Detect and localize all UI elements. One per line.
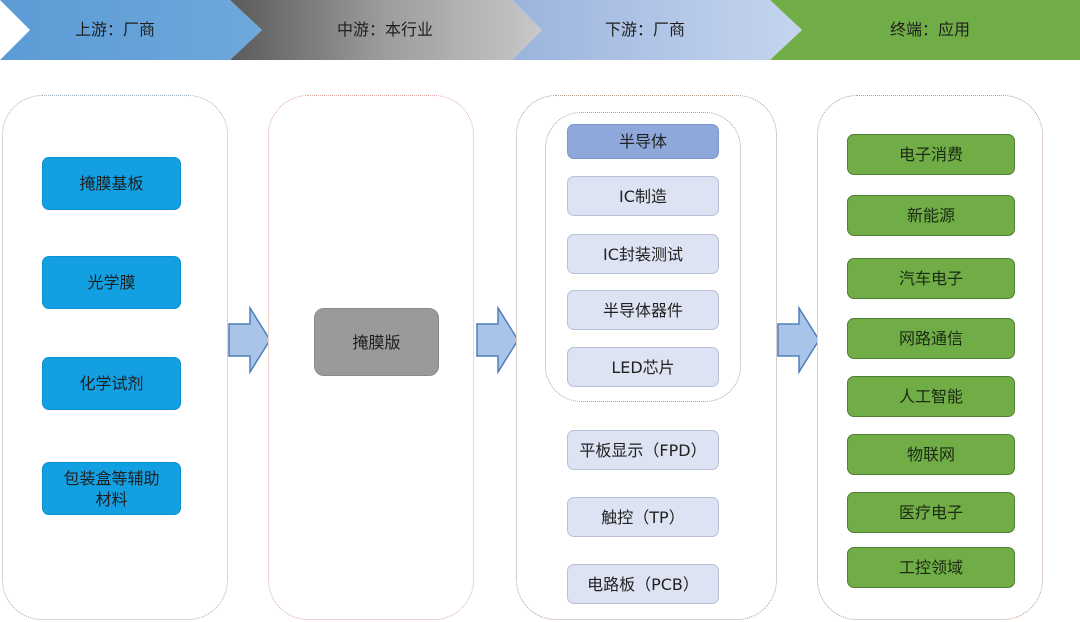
downstream-item: 平板显示（FPD） — [567, 430, 719, 470]
stage-label-upstream: 上游：厂商 — [74, 20, 155, 39]
flow-arrow-icon — [228, 306, 271, 374]
stage-chevron-midstream — [230, 0, 542, 60]
terminal-item: 汽车电子 — [847, 258, 1015, 299]
flow-arrow-icon — [777, 306, 820, 374]
upstream-item: 光学膜 — [42, 256, 181, 309]
semiconductor-item: LED芯片 — [567, 347, 719, 387]
terminal-item: 新能源 — [847, 195, 1015, 236]
terminal-item: 人工智能 — [847, 376, 1015, 417]
terminal-item: 医疗电子 — [847, 492, 1015, 533]
terminal-item: 物联网 — [847, 434, 1015, 475]
stage-label-terminal: 终端：应用 — [889, 20, 970, 39]
midstream-item: 掩膜版 — [314, 308, 439, 376]
stage-chevron-terminal — [770, 0, 1080, 60]
stage-banner — [0, 0, 1080, 60]
flow-arrow-icon — [476, 306, 519, 374]
semiconductor-item: 半导体器件 — [567, 290, 719, 330]
stage-label-midstream: 中游：本行业 — [336, 20, 433, 39]
stage-label-downstream: 下游：厂商 — [604, 20, 685, 39]
terminal-item: 电子消费 — [847, 134, 1015, 175]
upstream-item: 掩膜基板 — [42, 157, 181, 210]
semiconductor-item: IC封装测试 — [567, 234, 719, 274]
downstream-item: 电路板（PCB） — [567, 564, 719, 604]
stage-chevron-upstream — [0, 0, 262, 60]
semiconductor-item: IC制造 — [567, 176, 719, 216]
semiconductor-header: 半导体 — [567, 124, 719, 159]
terminal-item: 网路通信 — [847, 318, 1015, 359]
stage-chevron-downstream — [512, 0, 802, 60]
semiconductor-group — [545, 112, 741, 402]
upstream-item: 包装盒等辅助材料 — [42, 462, 181, 515]
downstream-item: 触控（TP） — [567, 497, 719, 537]
terminal-item: 工控领域 — [847, 547, 1015, 588]
upstream-item: 化学试剂 — [42, 357, 181, 410]
